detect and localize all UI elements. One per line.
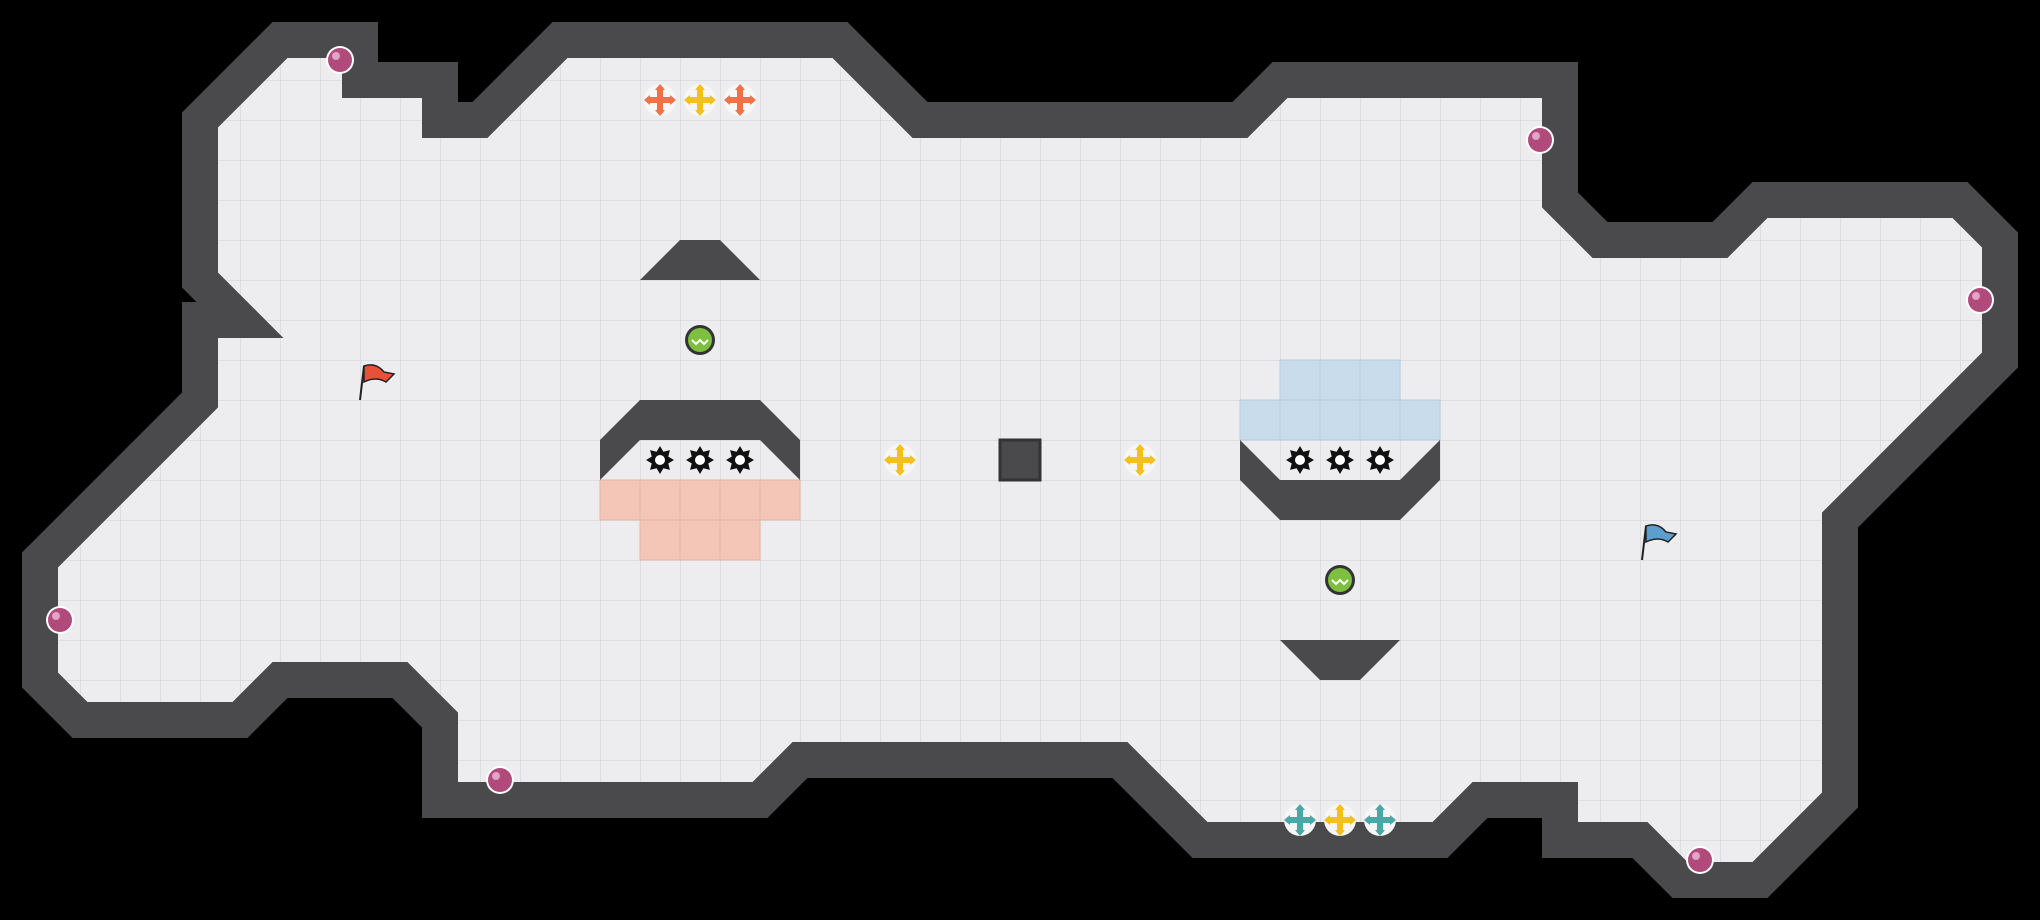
triangle-wall <box>640 240 760 280</box>
spike <box>1366 446 1394 474</box>
blue-team-tile <box>1279 399 1321 441</box>
red-team-tile <box>639 479 681 521</box>
blue-team-tile <box>1239 399 1281 441</box>
spike <box>1326 446 1354 474</box>
boost-pad <box>684 84 716 116</box>
spike <box>646 446 674 474</box>
bomb <box>486 766 514 794</box>
blue-team-tile <box>1399 399 1441 441</box>
red-team-tile <box>719 519 761 561</box>
boost-pad <box>1124 444 1156 476</box>
powerup <box>1325 565 1355 595</box>
red-team-tile <box>599 479 641 521</box>
powerup <box>685 325 715 355</box>
boost-pad <box>1324 804 1356 836</box>
triangle-wall <box>1280 640 1400 680</box>
blue-team-tile <box>1359 359 1401 401</box>
spike-bunker-red <box>600 400 800 480</box>
boost-pad <box>724 84 756 116</box>
center-block <box>998 438 1042 482</box>
bomb <box>326 46 354 74</box>
red-team-tile <box>759 479 801 521</box>
bomb <box>1686 846 1714 874</box>
boost-pad <box>1284 804 1316 836</box>
red-flag <box>359 364 396 401</box>
boost-pad <box>884 444 916 476</box>
spike <box>686 446 714 474</box>
blue-team-tile <box>1359 399 1401 441</box>
spike <box>726 446 754 474</box>
spike-bunker-blue <box>1240 440 1440 520</box>
blue-team-tile <box>1319 359 1361 401</box>
red-team-tile <box>679 479 721 521</box>
boost-pad <box>644 84 676 116</box>
spike <box>1286 446 1314 474</box>
outer-wall <box>22 22 2018 898</box>
boost-pad <box>1364 804 1396 836</box>
blue-team-tile <box>1319 399 1361 441</box>
bomb <box>1966 286 1994 314</box>
red-team-tile <box>639 519 681 561</box>
blue-flag <box>1641 524 1678 561</box>
red-team-tile <box>679 519 721 561</box>
red-team-tile <box>719 479 761 521</box>
blue-team-tile <box>1279 359 1321 401</box>
bomb <box>46 606 74 634</box>
bomb <box>1526 126 1554 154</box>
